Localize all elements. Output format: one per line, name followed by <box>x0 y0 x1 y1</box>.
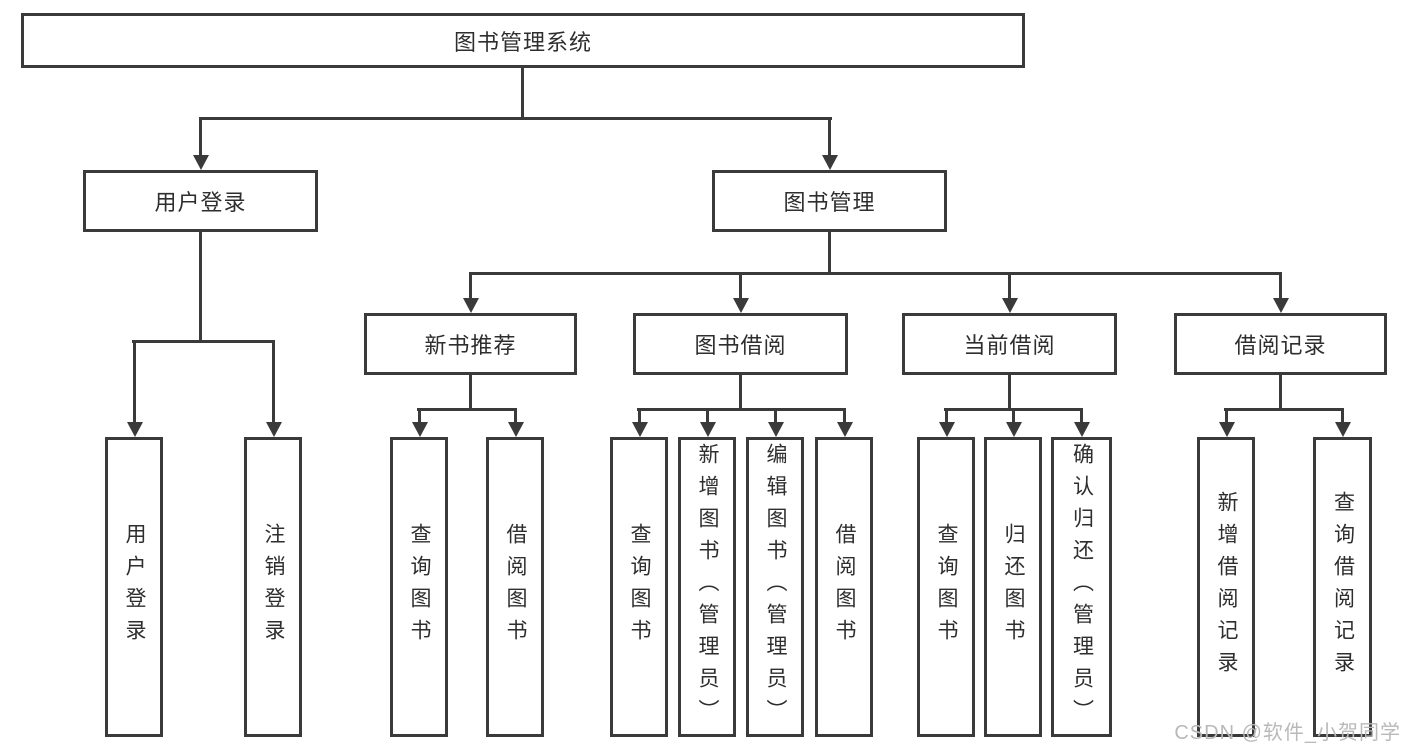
down-arrow-to-leaf-user-login <box>126 340 143 437</box>
down-arrow-to-leaf-query-books-1 <box>411 408 428 437</box>
leaf-borrow-books-2: 借阅图书 <box>815 437 873 737</box>
node-label: 借阅记录 <box>1234 333 1327 358</box>
leaf-query-books-3: 查询图书 <box>917 437 975 737</box>
down-arrow-to-leaf-edit-books <box>767 408 784 437</box>
connector-book-management-bus <box>469 272 1281 275</box>
connector-root-stem <box>521 66 524 120</box>
down-arrow-to-leaf-return-books <box>1005 408 1022 437</box>
down-arrow-to-leaf-confirm-return <box>1073 408 1090 437</box>
connector-user-login-bus <box>132 340 275 343</box>
leaf-label: 编辑图书（管理员） <box>764 443 787 731</box>
down-arrow-to-leaf-add-books <box>699 408 716 437</box>
node-label: 图书管理系统 <box>453 29 592 55</box>
down-arrow-to-borrow-records <box>1272 272 1289 313</box>
node-current-borrow: 当前借阅 <box>902 313 1117 375</box>
leaf-add-books-admin: 新增图书（管理员） <box>678 437 736 737</box>
node-book-borrow: 图书借阅 <box>633 313 848 375</box>
leaf-confirm-return-admin: 确认归还（管理员） <box>1051 437 1112 737</box>
down-arrow-to-current-borrow <box>1001 272 1018 313</box>
leaf-query-books-2: 查询图书 <box>610 437 668 737</box>
leaf-label: 借阅图书 <box>833 523 856 651</box>
down-arrow-to-new-book-recommend <box>462 272 479 313</box>
connector-book-borrow-stem <box>739 373 742 411</box>
down-arrow-to-leaf-query-books-3 <box>938 408 955 437</box>
node-label: 用户登录 <box>154 190 247 215</box>
node-label: 新书推荐 <box>424 333 517 358</box>
down-arrow-to-book-management <box>821 117 838 170</box>
leaf-label: 查询图书 <box>408 523 431 651</box>
down-arrow-to-leaf-borrow-books-1 <box>507 408 524 437</box>
connector-new-book-stem <box>469 373 472 411</box>
leaf-query-books-1: 查询图书 <box>390 437 448 737</box>
node-user-login: 用户登录 <box>83 170 318 232</box>
csdn-watermark: CSDN @软件_小贺同学 <box>1174 722 1401 744</box>
down-arrow-to-leaf-add-record <box>1218 408 1235 437</box>
leaf-label: 用户登录 <box>123 523 146 651</box>
leaf-user-login: 用户登录 <box>105 437 163 737</box>
connector-current-borrow-stem <box>1008 373 1011 411</box>
leaf-label: 归还图书 <box>1002 523 1025 651</box>
down-arrow-to-leaf-logout <box>265 340 282 437</box>
node-label: 图书借阅 <box>694 333 787 358</box>
down-arrow-to-book-borrow <box>732 272 749 313</box>
leaf-label: 新增图书（管理员） <box>696 443 719 731</box>
node-borrow-records: 借阅记录 <box>1174 313 1387 375</box>
connector-root-bus <box>199 117 832 120</box>
leaf-label: 确认归还（管理员） <box>1070 443 1094 731</box>
leaf-label: 查询图书 <box>628 523 651 651</box>
leaf-borrow-books-1: 借阅图书 <box>486 437 544 737</box>
connector-borrow-records-bus <box>1224 408 1344 411</box>
node-book-management: 图书管理 <box>712 170 947 232</box>
node-label: 当前借阅 <box>963 333 1056 358</box>
leaf-edit-books-admin: 编辑图书（管理员） <box>746 437 804 737</box>
connector-new-book-bus <box>417 408 517 411</box>
leaf-label: 查询图书 <box>935 523 958 651</box>
connector-book-management-stem <box>828 230 831 275</box>
leaf-query-borrow-record: 查询借阅记录 <box>1313 437 1372 737</box>
down-arrow-to-leaf-borrow-books-2 <box>836 408 853 437</box>
leaf-add-borrow-record: 新增借阅记录 <box>1197 437 1255 737</box>
connector-book-borrow-bus <box>637 408 846 411</box>
connector-borrow-records-stem <box>1279 373 1282 411</box>
down-arrow-to-user-login <box>192 117 209 170</box>
leaf-label: 注销登录 <box>262 523 285 651</box>
down-arrow-to-leaf-query-books-2 <box>631 408 648 437</box>
connector-user-login-stem <box>199 230 202 343</box>
node-new-book-recommend: 新书推荐 <box>364 313 577 375</box>
leaf-label: 借阅图书 <box>504 523 527 651</box>
leaf-label: 新增借阅记录 <box>1215 491 1238 683</box>
node-label: 图书管理 <box>783 190 876 215</box>
leaf-return-books: 归还图书 <box>984 437 1042 737</box>
leaf-logout: 注销登录 <box>244 437 302 737</box>
leaf-label: 查询借阅记录 <box>1331 491 1355 683</box>
node-library-management-system: 图书管理系统 <box>21 13 1025 68</box>
down-arrow-to-leaf-query-record <box>1334 408 1351 437</box>
